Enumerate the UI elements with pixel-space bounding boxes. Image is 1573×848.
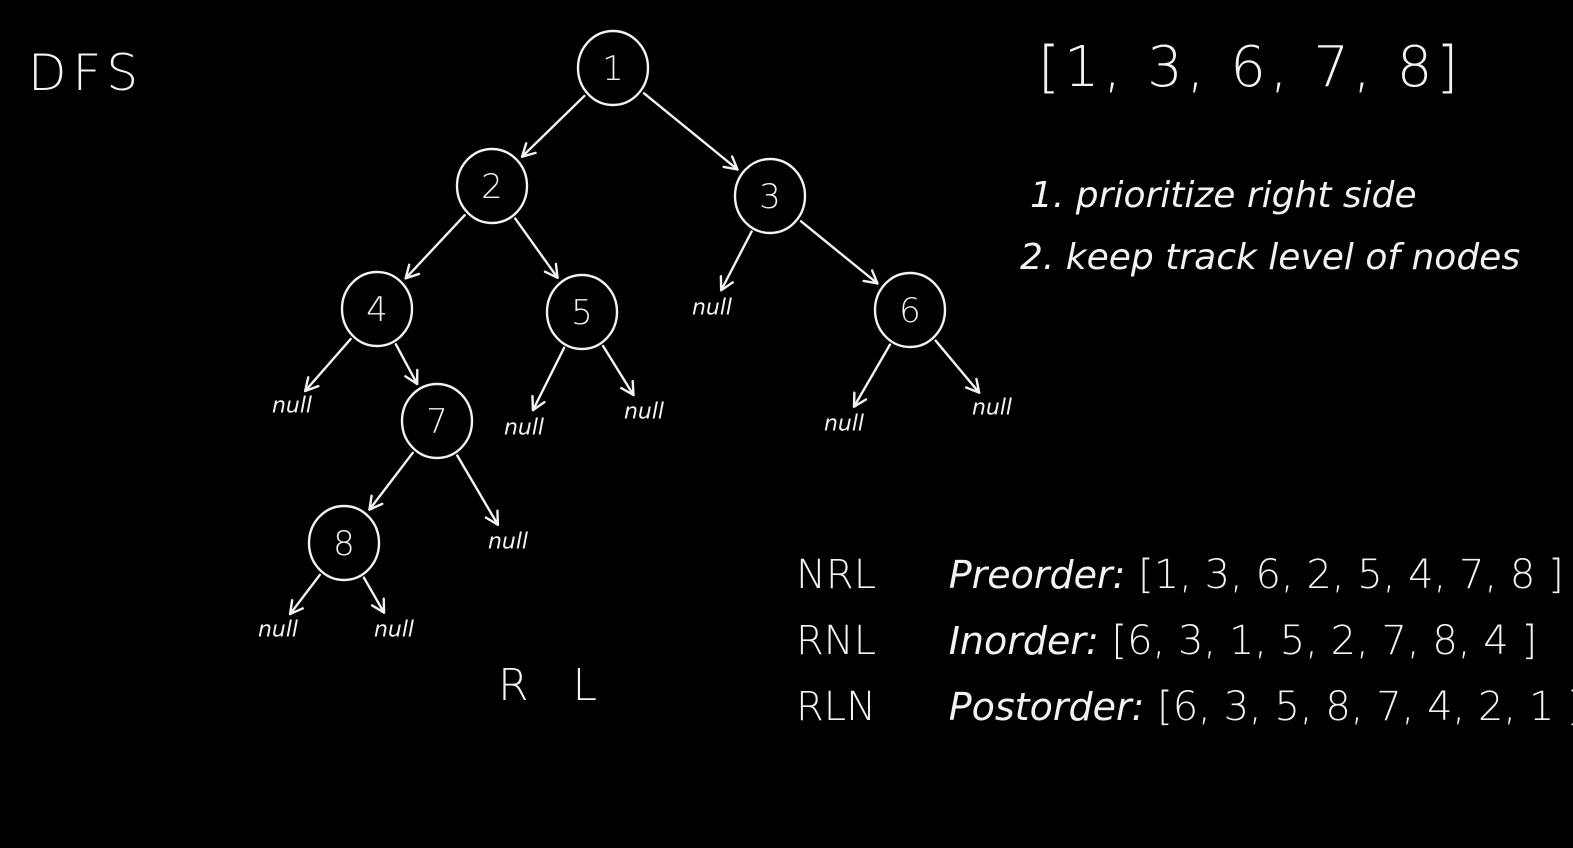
node-label: 3 xyxy=(759,177,781,217)
traversal-row-inorder: RNL Inorder: [6, 3, 1, 5, 2, 7, 8, 4 ] xyxy=(796,618,1537,664)
traversal-sequence: [6, 3, 5, 8, 7, 4, 2, 1 ] xyxy=(1157,684,1573,730)
tree-null-leaves: null null null null null null null null null xyxy=(258,296,1012,643)
tree-edges xyxy=(288,92,981,616)
null-leaf-label: null xyxy=(824,412,864,437)
tree-node-7: 7 xyxy=(400,382,474,460)
tree-edge-arrow xyxy=(288,573,322,616)
tree-edge-arrow xyxy=(642,92,739,171)
traversal-code: RNL xyxy=(796,618,876,664)
tree-node-2: 2 xyxy=(455,147,529,225)
rl-note: R L xyxy=(498,660,598,711)
traversal-sequence: [6, 3, 1, 5, 2, 7, 8, 4 ] xyxy=(1111,618,1538,664)
diagram-title: DFS xyxy=(28,44,145,102)
tree-edge-arrow xyxy=(404,214,466,280)
null-leaf-label: null xyxy=(488,530,528,555)
null-leaf-label: null xyxy=(374,618,414,643)
node-label: 4 xyxy=(366,290,388,330)
tree-node-6: 6 xyxy=(873,271,947,349)
traversal-name: Postorder: xyxy=(948,685,1145,729)
tree-node-1: 1 xyxy=(576,29,650,107)
tree-edge-arrow xyxy=(799,220,879,285)
traversal-sequence: [1, 3, 6, 2, 5, 4, 7, 8 ] xyxy=(1138,552,1564,598)
node-label: 2 xyxy=(481,167,503,207)
tree-edge-arrow xyxy=(601,344,635,397)
node-label: 1 xyxy=(602,49,624,89)
tree-edge-arrow xyxy=(394,343,419,386)
step-1-note: 1. prioritize right side xyxy=(1030,175,1417,216)
null-leaf-label: null xyxy=(972,396,1012,421)
tree-nodes: 1 2 3 4 5 6 7 8 xyxy=(307,29,947,582)
tree-edge-arrow xyxy=(362,576,386,614)
right-side-view-result: [1, 3, 6, 7, 8] xyxy=(1038,35,1463,100)
node-label: 6 xyxy=(899,291,921,331)
null-leaf-label: null xyxy=(272,394,312,419)
node-label: 7 xyxy=(426,402,448,442)
tree-edge-arrow xyxy=(934,339,981,394)
traversal-name: Preorder: xyxy=(948,553,1126,597)
tree-node-8: 8 xyxy=(307,504,381,582)
traversal-code: NRL xyxy=(796,552,876,598)
tree-node-5: 5 xyxy=(545,273,619,351)
node-label: 8 xyxy=(333,524,355,564)
tree-edge-arrow xyxy=(303,337,352,393)
null-leaf-label: null xyxy=(692,296,732,321)
tree-edge-arrow xyxy=(852,343,892,408)
traversal-code: RLN xyxy=(796,684,876,730)
tree-edge-arrow xyxy=(520,94,586,158)
traversal-name: Inorder: xyxy=(948,619,1099,663)
null-leaf-label: null xyxy=(624,400,664,425)
null-leaf-label: null xyxy=(258,618,298,643)
step-2-note: 2. keep track level of nodes xyxy=(1020,237,1521,278)
tree-node-3: 3 xyxy=(733,157,807,235)
tree-edge-arrow xyxy=(456,454,500,526)
tree-edge-arrow xyxy=(531,346,566,412)
traversal-row-postorder: RLN Postorder: [6, 3, 5, 8, 7, 4, 2, 1 ] xyxy=(796,684,1573,730)
tree-node-4: 4 xyxy=(340,270,414,348)
traversal-row-preorder: NRL Preorder: [1, 3, 6, 2, 5, 4, 7, 8 ] xyxy=(796,552,1564,598)
tree-edge-arrow xyxy=(719,230,753,292)
tree-edge-arrow xyxy=(514,217,559,280)
tree-edge-arrow xyxy=(368,451,414,511)
null-leaf-label: null xyxy=(504,416,544,441)
node-label: 5 xyxy=(571,293,593,333)
